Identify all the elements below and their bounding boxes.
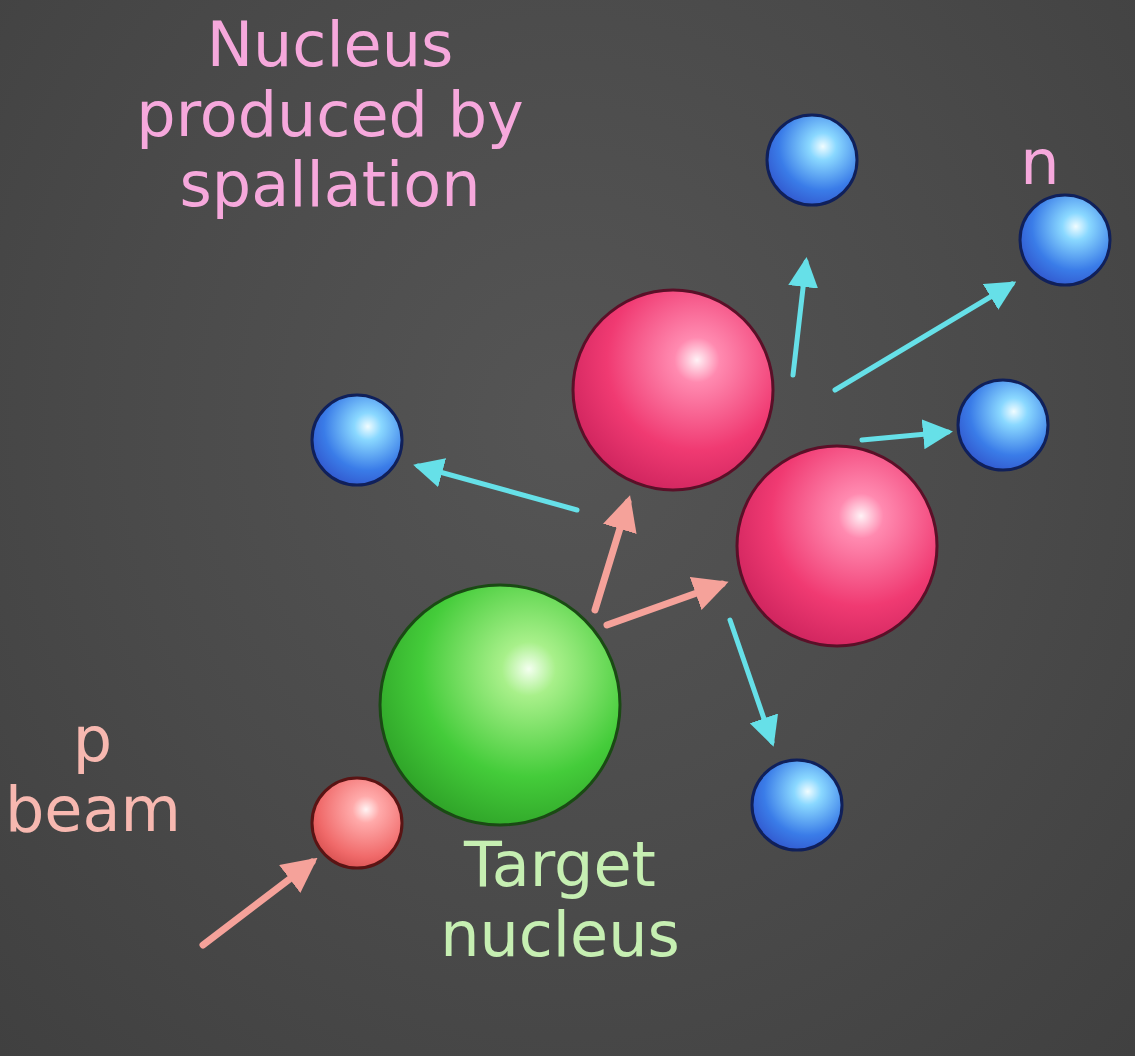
target-label: Target nucleus [425, 830, 695, 970]
neutron-sphere [767, 115, 857, 205]
beam-label: p beam [5, 705, 180, 845]
fragment-sphere [737, 446, 937, 646]
proton-sphere [312, 778, 402, 868]
neutron-sphere [312, 395, 402, 485]
neutron-label: n [1005, 128, 1075, 198]
target-sphere [380, 585, 620, 825]
neutron-sphere [1020, 195, 1110, 285]
neutron-sphere [958, 380, 1048, 470]
fragment-sphere [573, 290, 773, 490]
fragment-label: Nucleus produced by spallation [100, 10, 560, 220]
neutron-sphere [752, 760, 842, 850]
